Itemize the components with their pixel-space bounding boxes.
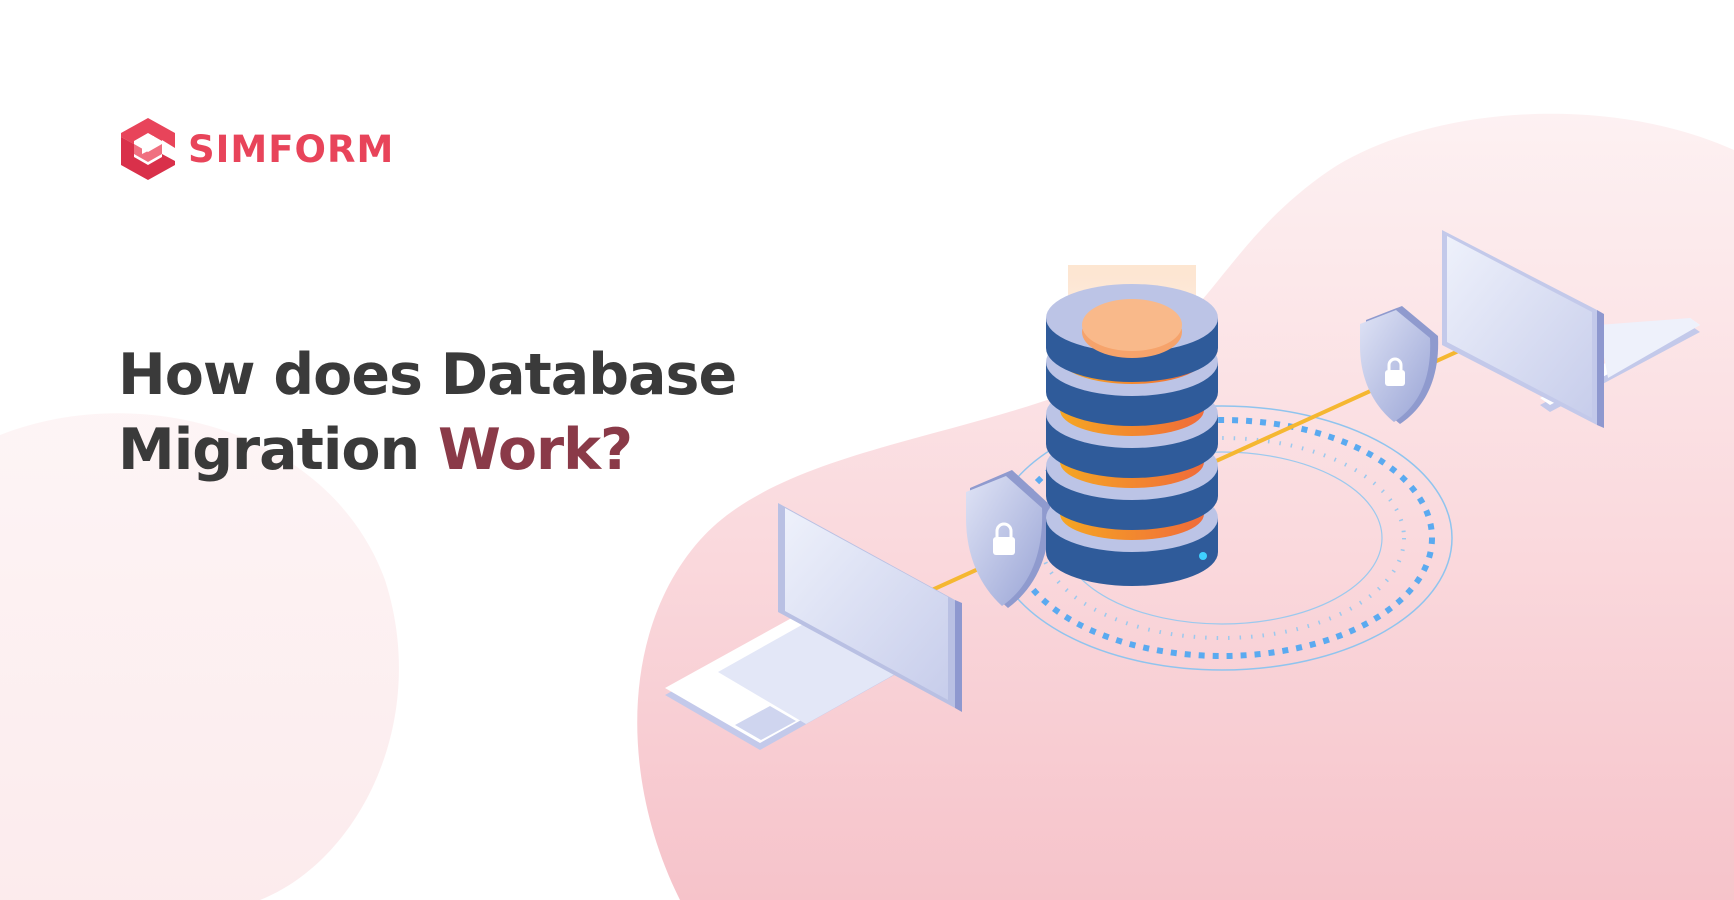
database-migration-illustration bbox=[665, 230, 1700, 750]
laptop-icon bbox=[1442, 230, 1700, 428]
simform-logo-icon bbox=[121, 118, 175, 180]
database-icon bbox=[1046, 265, 1218, 586]
brand-name: SIMFORM bbox=[188, 127, 395, 171]
laptop-icon bbox=[665, 503, 962, 750]
page-title: How does Database Migration Work? bbox=[118, 338, 737, 488]
title-line-2: Migration bbox=[118, 417, 439, 483]
shield-lock-icon bbox=[966, 470, 1051, 608]
left-blob bbox=[0, 413, 399, 900]
title-line-1: How does Database bbox=[118, 342, 737, 408]
shield-lock-icon bbox=[1360, 306, 1439, 424]
brand-logo[interactable]: SIMFORM bbox=[118, 118, 394, 180]
title-accent: Work? bbox=[438, 417, 633, 483]
